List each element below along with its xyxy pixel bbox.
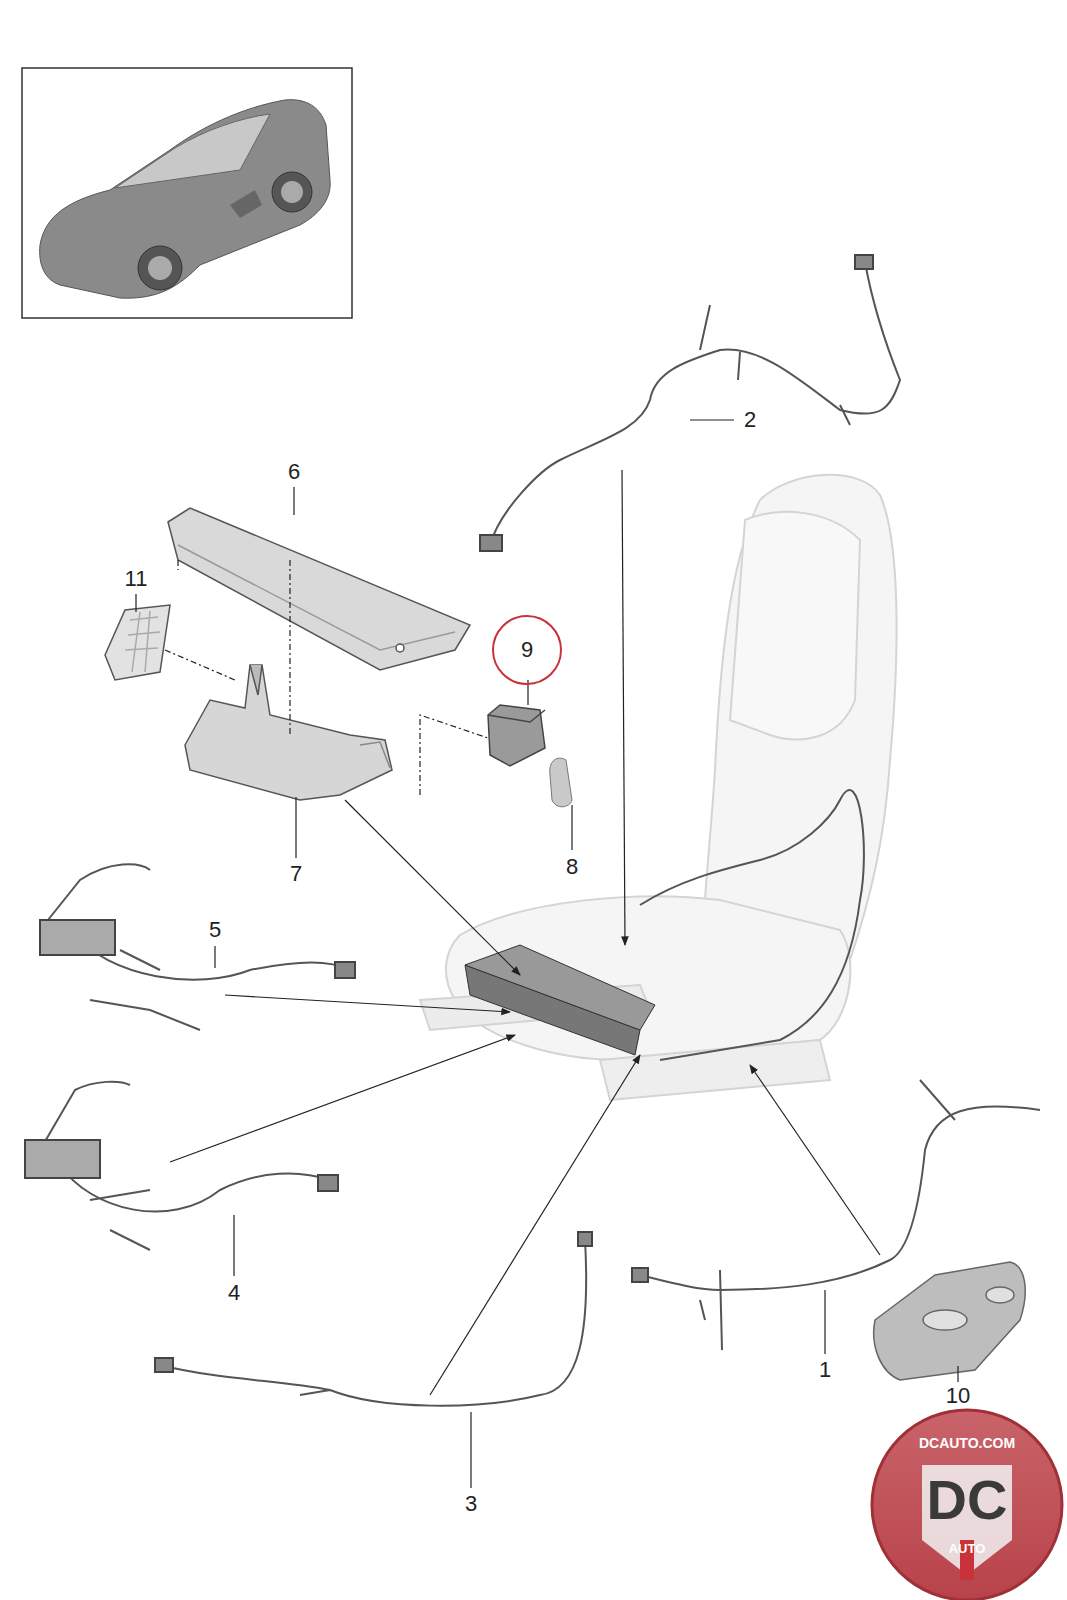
illustration-shape bbox=[730, 512, 860, 740]
module-plate bbox=[168, 508, 470, 670]
callout-number: 9 bbox=[521, 639, 533, 661]
illustration-shape bbox=[622, 470, 625, 945]
watermark-text: AUTO bbox=[949, 1542, 986, 1555]
seat-switch bbox=[874, 1262, 1025, 1380]
illustration-shape bbox=[750, 1065, 880, 1255]
illustration-shape bbox=[168, 508, 470, 670]
illustration-shape bbox=[40, 864, 350, 1030]
illustration-shape bbox=[115, 114, 270, 188]
illustration-shape bbox=[125, 611, 160, 672]
illustration-shape bbox=[289, 560, 290, 735]
callout-number: 11 bbox=[125, 568, 148, 590]
illustration-shape bbox=[185, 665, 392, 800]
illustration-shape bbox=[420, 715, 488, 795]
relay-unit bbox=[488, 705, 545, 766]
illustration-shape bbox=[40, 920, 115, 955]
illustration-shape bbox=[148, 256, 172, 280]
illustration-shape bbox=[855, 255, 873, 269]
callout-number: 5 bbox=[209, 919, 221, 941]
illustration-shape bbox=[986, 1287, 1014, 1303]
illustration-shape bbox=[480, 535, 502, 551]
illustration-shape bbox=[923, 1310, 967, 1330]
illustration-shape bbox=[318, 1175, 338, 1191]
illustration-shape bbox=[165, 650, 235, 680]
callout-number: 8 bbox=[566, 856, 578, 878]
callout-number: 6 bbox=[288, 461, 300, 483]
illustration-shape bbox=[281, 181, 303, 203]
callout-number: 1 bbox=[819, 1359, 831, 1381]
mounting-bracket bbox=[185, 665, 392, 800]
illustration-shape bbox=[345, 800, 520, 975]
illustration-shape bbox=[640, 1080, 1040, 1350]
illustration-shape bbox=[293, 487, 294, 515]
illustration-shape bbox=[233, 1215, 234, 1276]
control-unit-cover bbox=[105, 605, 170, 680]
callout-number: 3 bbox=[465, 1493, 477, 1515]
illustration-shape bbox=[272, 172, 312, 212]
mounted-module bbox=[465, 945, 655, 1055]
illustration-shape bbox=[160, 1240, 586, 1406]
illustration-shape bbox=[360, 742, 390, 768]
watermark bbox=[872, 1410, 1062, 1600]
illustration-shape bbox=[488, 705, 545, 766]
illustration-shape bbox=[578, 1232, 592, 1246]
illustration-shape bbox=[632, 1268, 648, 1282]
illustration-shape bbox=[465, 945, 655, 1030]
illustration-shape bbox=[490, 262, 900, 545]
illustration-shape bbox=[396, 644, 404, 652]
illustration-shape bbox=[135, 594, 136, 612]
callout-circle: 9 bbox=[492, 615, 562, 685]
callout-number: 4 bbox=[228, 1282, 240, 1304]
knob bbox=[550, 758, 572, 807]
illustration-shape bbox=[25, 1140, 100, 1178]
seat bbox=[420, 475, 897, 1100]
wiring-harnesses bbox=[25, 255, 1040, 1406]
illustration-shape bbox=[170, 1035, 515, 1162]
illustration-shape bbox=[957, 1366, 958, 1382]
illustration-shape bbox=[40, 100, 331, 298]
callout-number: 7 bbox=[290, 863, 302, 885]
illustration-shape bbox=[225, 995, 510, 1012]
illustration-shape bbox=[872, 1410, 1062, 1600]
illustration-shape bbox=[250, 665, 262, 695]
illustration-shape bbox=[214, 946, 215, 968]
illustration-shape bbox=[488, 710, 545, 722]
illustration-shape bbox=[690, 419, 734, 420]
callout-number: 2 bbox=[744, 409, 756, 431]
illustration-shape bbox=[178, 545, 455, 650]
vehicle-inset bbox=[22, 68, 352, 318]
illustration-shape bbox=[430, 1055, 640, 1395]
illustration-shape bbox=[138, 246, 182, 290]
illustration-shape bbox=[295, 797, 296, 858]
illustration-shape bbox=[824, 1290, 825, 1354]
watermark-logo: DC bbox=[927, 1472, 1008, 1528]
watermark-text: DCAUTO.COM bbox=[919, 1436, 1015, 1450]
callout-number: 10 bbox=[946, 1385, 970, 1407]
illustration-shape bbox=[105, 605, 170, 680]
illustration-shape bbox=[700, 305, 850, 425]
illustration-shape bbox=[874, 1262, 1025, 1380]
illustration-shape bbox=[335, 962, 355, 978]
illustration-shape bbox=[550, 758, 572, 807]
illustration-shape bbox=[571, 805, 572, 850]
illustration-shape bbox=[155, 1358, 173, 1372]
illustration-shape bbox=[177, 560, 178, 570]
leader-lines bbox=[136, 420, 958, 1488]
illustration-shape bbox=[470, 1412, 471, 1488]
illustration-shape bbox=[230, 190, 262, 218]
illustration-shape bbox=[640, 790, 864, 1060]
illustration-shape bbox=[22, 68, 352, 318]
